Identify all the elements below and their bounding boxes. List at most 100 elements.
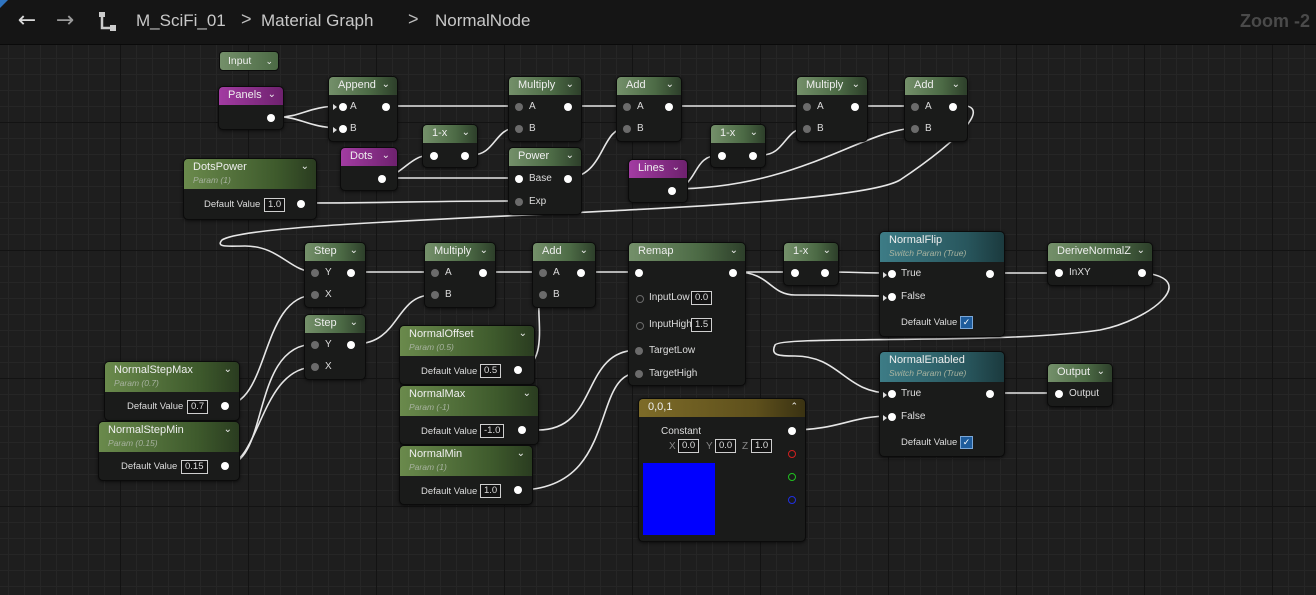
input-pin-true[interactable] <box>888 270 896 278</box>
default-value-field[interactable]: 0.7 <box>187 400 209 414</box>
input-pin-true[interactable] <box>888 390 896 398</box>
input-pin-b[interactable] <box>623 125 631 133</box>
input-pin-targetlow[interactable] <box>635 347 643 355</box>
x-field[interactable]: 0.0 <box>678 439 700 453</box>
input-pin-y[interactable] <box>311 269 319 277</box>
input-pin-b[interactable] <box>911 125 919 133</box>
output-pin[interactable] <box>378 175 386 183</box>
derivenormalz-node[interactable]: DeriveNormalZ⌄ InXY <box>1047 242 1153 286</box>
input-pin[interactable] <box>718 152 726 160</box>
multiply-node[interactable]: Multiply⌄ A B <box>796 76 868 142</box>
forward-arrow-icon[interactable]: → <box>55 8 75 33</box>
output-pin-b[interactable] <box>788 496 796 504</box>
input-pin-b[interactable] <box>431 291 439 299</box>
output-pin[interactable] <box>986 270 994 278</box>
input-pin-a[interactable] <box>539 269 547 277</box>
add-node[interactable]: Add⌄ A B <box>904 76 968 142</box>
panels-node[interactable]: Panels⌄ <box>218 86 284 130</box>
input-pin-a[interactable] <box>515 103 523 111</box>
y-field[interactable]: 0.0 <box>715 439 737 453</box>
output-pin[interactable] <box>382 103 390 111</box>
output-pin[interactable] <box>749 152 757 160</box>
output-pin[interactable] <box>479 269 487 277</box>
input-pin-inputlow[interactable] <box>636 295 644 303</box>
input-pin[interactable] <box>430 152 438 160</box>
one-minus-node[interactable]: 1-x⌄ <box>710 124 766 168</box>
input-pin-targethigh[interactable] <box>635 370 643 378</box>
step-node[interactable]: Step⌄ Y X <box>304 242 366 308</box>
input-pin-a[interactable] <box>911 103 919 111</box>
input-pin[interactable] <box>791 269 799 277</box>
input-pin-x[interactable] <box>311 363 319 371</box>
breadcrumb-asset[interactable]: M_SciFi_01 <box>136 11 226 30</box>
input-pin-x[interactable] <box>311 291 319 299</box>
z-field[interactable]: 1.0 <box>751 439 773 453</box>
output-pin[interactable] <box>668 187 676 195</box>
output-pin[interactable] <box>297 200 305 208</box>
input-pin-exp[interactable] <box>515 198 523 206</box>
constant3vector-node[interactable]: 0,0,1⌃ Constant X 0.0 Y 0.0 Z 1.0 <box>638 398 806 542</box>
input-pin[interactable] <box>1055 390 1063 398</box>
output-pin-g[interactable] <box>788 473 796 481</box>
output-pin-r[interactable] <box>788 450 796 458</box>
input-pin-b[interactable] <box>803 125 811 133</box>
inputhigh-field[interactable]: 1.5 <box>691 318 713 332</box>
add-node[interactable]: Add⌄ A B <box>532 242 596 308</box>
checkbox-checked-icon[interactable]: ✓ <box>960 316 973 329</box>
output-pin[interactable] <box>514 366 522 374</box>
add-node[interactable]: Add⌄ A B <box>616 76 682 142</box>
input-pin-base[interactable] <box>515 175 523 183</box>
output-pin[interactable] <box>514 486 522 494</box>
back-arrow-icon[interactable]: ← <box>17 8 37 33</box>
input-pin[interactable] <box>635 269 643 277</box>
breadcrumb-node[interactable]: NormalNode <box>435 11 531 30</box>
output-pin[interactable] <box>221 402 229 410</box>
output-pin[interactable] <box>267 114 275 122</box>
output-pin[interactable] <box>221 462 229 470</box>
input-pin-inputhigh[interactable] <box>636 322 644 330</box>
output-pin[interactable] <box>949 103 957 111</box>
inputlow-field[interactable]: 0.0 <box>691 291 713 305</box>
output-pin[interactable] <box>729 269 737 277</box>
dots-node[interactable]: Dots⌄ <box>340 147 398 191</box>
input-pin-false[interactable] <box>888 293 896 301</box>
output-pin[interactable] <box>564 175 572 183</box>
output-pin[interactable] <box>461 152 469 160</box>
output-pin[interactable] <box>564 103 572 111</box>
input-pin-b[interactable] <box>539 291 547 299</box>
multiply-node[interactable]: Multiply⌄ A B <box>508 76 582 142</box>
step-node[interactable]: Step⌄ Y X <box>304 314 366 380</box>
input-pin-a[interactable] <box>339 103 347 111</box>
output-pin-rgb[interactable] <box>788 427 796 435</box>
input-pin-a[interactable] <box>431 269 439 277</box>
output-pin[interactable] <box>347 269 355 277</box>
default-value-field[interactable]: -1.0 <box>480 424 505 438</box>
output-pin[interactable] <box>1138 269 1146 277</box>
breadcrumb-graph[interactable]: Material Graph <box>261 11 374 30</box>
one-minus-node[interactable]: 1-x⌄ <box>422 124 478 168</box>
checkbox-checked-icon[interactable]: ✓ <box>960 436 973 449</box>
one-minus-node[interactable]: 1-x⌄ <box>783 242 839 286</box>
output-pin[interactable] <box>851 103 859 111</box>
default-value-field[interactable]: 0.15 <box>181 460 208 474</box>
default-value-field[interactable]: 1.0 <box>264 198 286 212</box>
input-dropdown[interactable]: Input ⌄ <box>219 51 279 71</box>
input-pin-false[interactable] <box>888 413 896 421</box>
output-pin[interactable] <box>518 426 526 434</box>
input-pin-a[interactable] <box>623 103 631 111</box>
append-node[interactable]: Append⌄ A B <box>328 76 398 142</box>
input-pin-a[interactable] <box>803 103 811 111</box>
default-value-field[interactable]: 1.0 <box>480 484 502 498</box>
output-pin[interactable] <box>577 269 585 277</box>
output-pin[interactable] <box>821 269 829 277</box>
output-pin[interactable] <box>347 341 355 349</box>
default-value-field[interactable]: 0.5 <box>480 364 502 378</box>
lines-node[interactable]: Lines⌄ <box>628 159 688 203</box>
output-node[interactable]: Output⌄ Output <box>1047 363 1113 407</box>
